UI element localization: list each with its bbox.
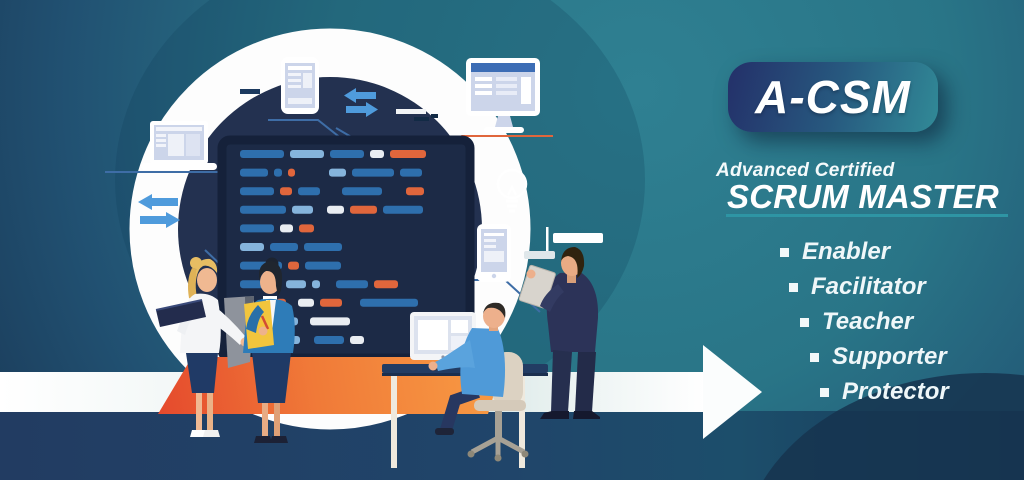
role-item-protector: Protector xyxy=(820,377,949,407)
sitting-man xyxy=(428,302,506,435)
swap-arrows-icon xyxy=(138,88,378,228)
notes-bars xyxy=(524,227,603,259)
page-title: SCRUM MASTER xyxy=(727,178,999,215)
code-dashes xyxy=(240,89,438,121)
bullet-square-icon xyxy=(800,317,809,327)
standing-woman-dark xyxy=(243,257,295,443)
laptop-icon xyxy=(141,121,217,170)
bullet-square-icon xyxy=(820,387,829,397)
role-item-facilitator: Facilitator xyxy=(789,272,926,302)
bullet-square-icon xyxy=(789,282,798,292)
role-item-supporter: Supporter xyxy=(810,342,947,372)
title-underline xyxy=(726,214,1008,217)
role-label: Enabler xyxy=(802,238,891,265)
standing-woman-blonde xyxy=(155,257,250,437)
bullet-square-icon xyxy=(810,352,819,362)
acsm-badge: A-CSM xyxy=(728,62,938,132)
role-label: Teacher xyxy=(822,308,914,335)
role-label: Facilitator xyxy=(811,273,926,300)
role-label: Protector xyxy=(842,378,949,405)
role-item-enabler: Enabler xyxy=(780,237,890,267)
role-label: Supporter xyxy=(832,343,947,370)
smartphone-icon xyxy=(281,57,319,114)
corner-dark-circle xyxy=(763,373,1024,480)
monitor-icon xyxy=(466,58,540,133)
kicker-text: Advanced Certified xyxy=(716,160,895,181)
role-item-teacher: Teacher xyxy=(800,307,913,337)
standing-man xyxy=(518,247,600,419)
tablet-icon xyxy=(477,224,511,282)
acsm-badge-label: A-CSM xyxy=(755,71,911,123)
bullet-square-icon xyxy=(780,247,789,257)
lightbulb-icon xyxy=(496,168,528,213)
